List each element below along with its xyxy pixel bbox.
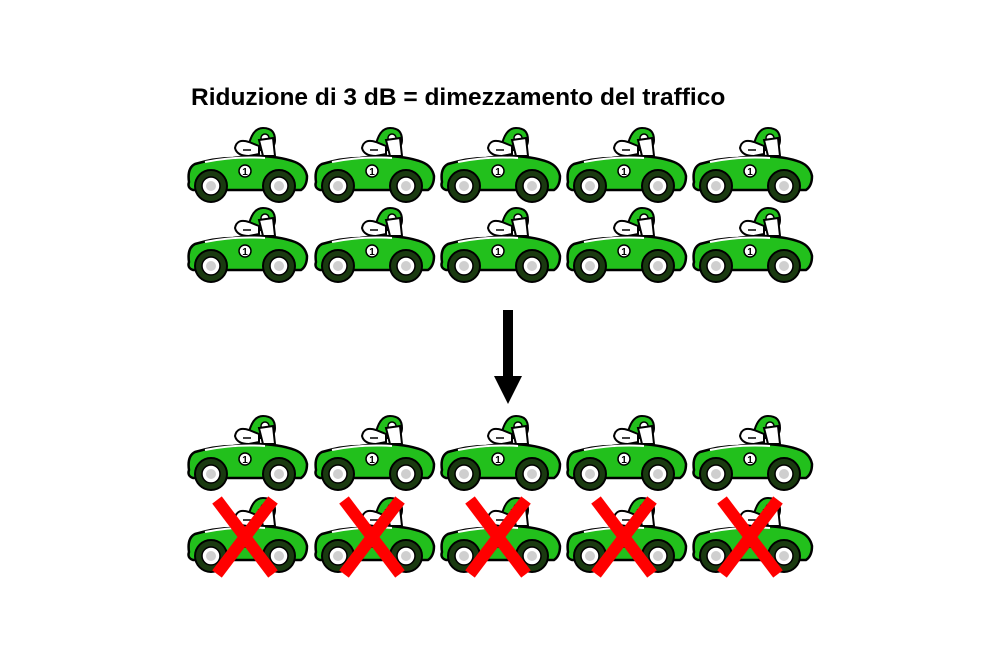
cross-mark-icon	[717, 496, 783, 578]
car-number: 1	[369, 455, 375, 466]
slide-title: Riduzione di 3 dB = dimezzamento del tra…	[191, 84, 726, 111]
race-car-icon: 1	[692, 206, 814, 284]
race-car-icon: 1	[692, 414, 814, 492]
cross-mark-icon	[212, 496, 278, 578]
car-number: 1	[369, 247, 375, 258]
car-number: 1	[495, 247, 501, 258]
car-number: 1	[242, 167, 248, 178]
race-car-icon: 1	[440, 414, 562, 492]
cross-mark-icon	[591, 496, 657, 578]
race-car-icon: 1	[566, 414, 688, 492]
race-car-icon: 1	[187, 414, 309, 492]
car-number: 1	[242, 455, 248, 466]
race-car-icon: 1	[314, 126, 436, 204]
race-car-icon: 1	[187, 126, 309, 204]
race-car-icon: 1	[187, 206, 309, 284]
race-car-icon: 1	[314, 414, 436, 492]
race-car-icon: 1	[566, 126, 688, 204]
race-car-icon: 1	[314, 206, 436, 284]
race-car-icon: 1	[440, 126, 562, 204]
race-car-icon: 1	[566, 206, 688, 284]
race-car-icon: 1	[692, 126, 814, 204]
car-number: 1	[747, 247, 753, 258]
car-number: 1	[747, 455, 753, 466]
cross-mark-icon	[465, 496, 531, 578]
arrow-down-icon	[494, 310, 522, 404]
car-number: 1	[747, 167, 753, 178]
car-number: 1	[369, 167, 375, 178]
car-number: 1	[495, 455, 501, 466]
car-number: 1	[621, 167, 627, 178]
car-number: 1	[242, 247, 248, 258]
car-number: 1	[621, 455, 627, 466]
cross-mark-icon	[339, 496, 405, 578]
car-number: 1	[621, 247, 627, 258]
car-number: 1	[495, 167, 501, 178]
race-car-icon: 1	[440, 206, 562, 284]
